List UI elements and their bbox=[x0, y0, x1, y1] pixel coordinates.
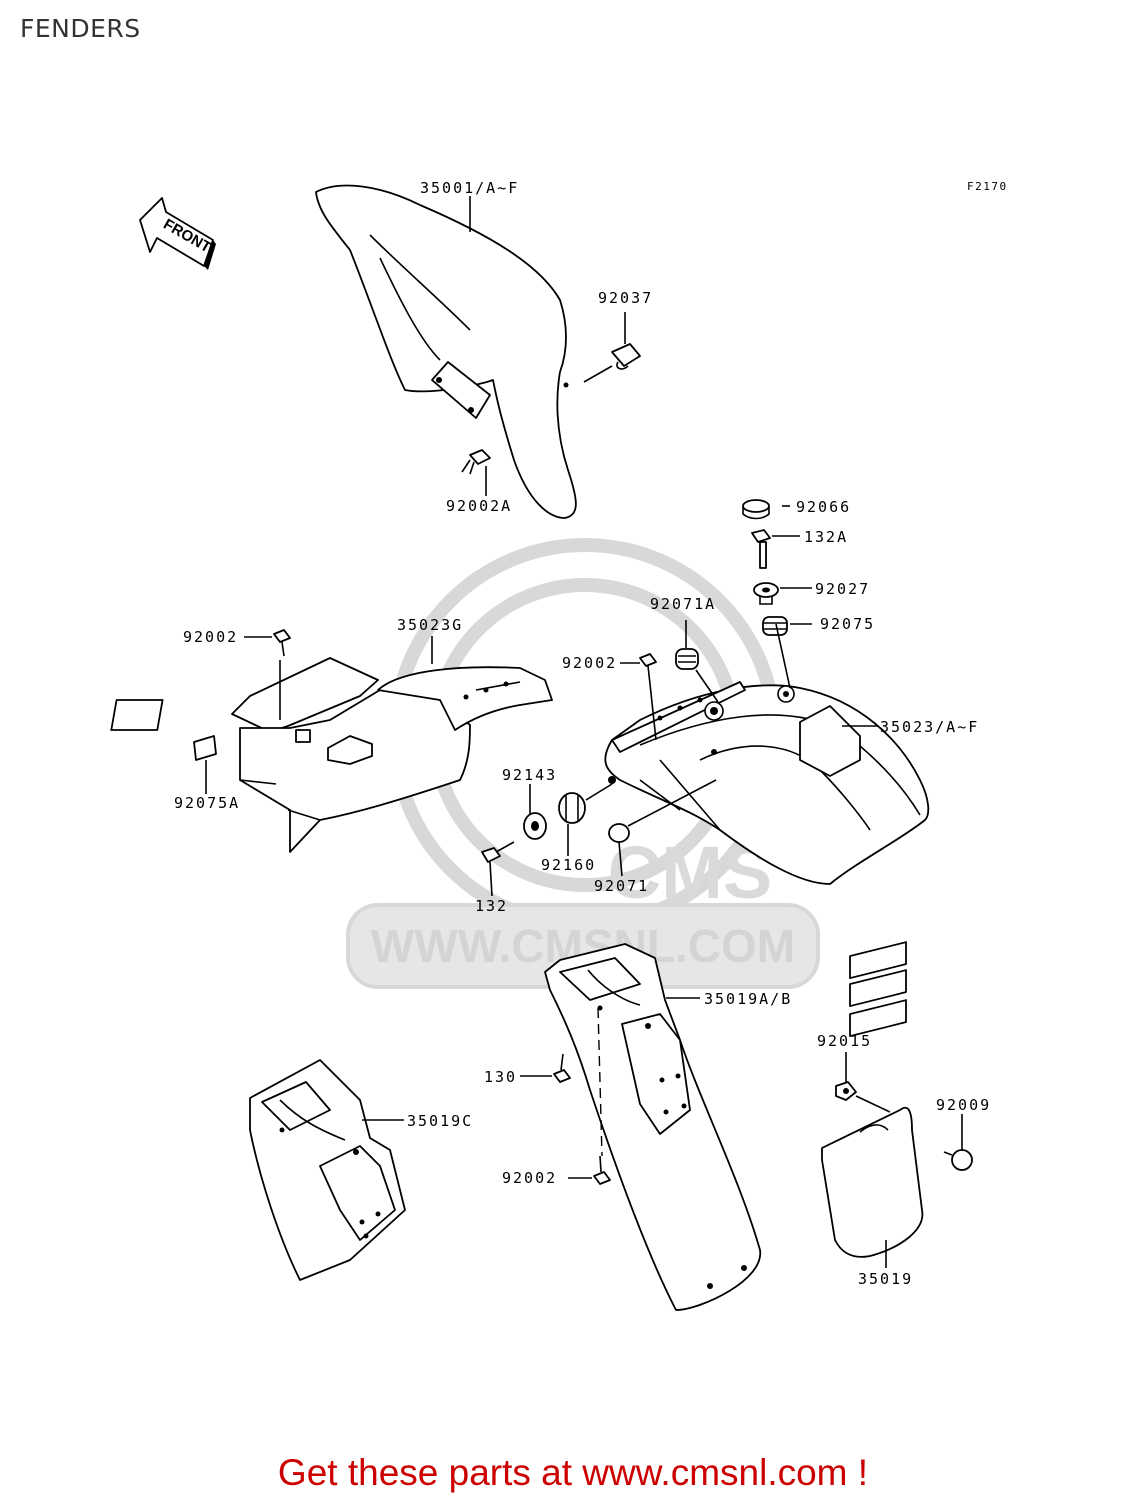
bolt-132A bbox=[751, 529, 771, 569]
damper-92160 bbox=[558, 792, 586, 824]
bolt-130 bbox=[553, 1053, 571, 1083]
label-92002-low: 92002 bbox=[502, 1169, 557, 1187]
bolt-132 bbox=[481, 841, 515, 863]
label-35023G: 35023G bbox=[397, 616, 463, 634]
label-92037: 92037 bbox=[598, 289, 653, 307]
leader-lines bbox=[205, 196, 963, 1268]
front-fender-bolt bbox=[469, 449, 491, 475]
label-35001: 35001/A~F bbox=[420, 179, 519, 197]
cap-92066 bbox=[742, 499, 770, 520]
label-130: 130 bbox=[484, 1068, 517, 1086]
rear-flap-35019AB bbox=[544, 943, 761, 1311]
label-35019: 35019 bbox=[858, 1270, 913, 1288]
label-92160: 92160 bbox=[541, 856, 596, 874]
label-35019C: 35019C bbox=[407, 1112, 473, 1130]
grommet-92071 bbox=[608, 823, 630, 843]
label-92009: 92009 bbox=[936, 1096, 991, 1114]
grommet-92075 bbox=[762, 616, 788, 636]
label-92002-left: 92002 bbox=[183, 628, 238, 646]
collar-92027 bbox=[753, 582, 779, 605]
label-92015: 92015 bbox=[817, 1032, 872, 1050]
nut-92015 bbox=[835, 1081, 857, 1101]
label-132A: 132A bbox=[804, 528, 848, 546]
front-direction-arrow: FRONT bbox=[139, 197, 216, 270]
mud-flap-35019 bbox=[821, 941, 924, 1258]
label-35023: 35023/A~F bbox=[880, 718, 979, 736]
label-92002A: 92002A bbox=[446, 497, 512, 515]
collar-92143 bbox=[523, 812, 547, 840]
label-92002-mid: 92002 bbox=[562, 654, 617, 672]
label-132: 132 bbox=[475, 897, 508, 915]
hose-clamp bbox=[611, 343, 641, 370]
rear-flap-35019C bbox=[249, 1059, 406, 1281]
inner-rear-fender bbox=[110, 657, 553, 853]
page-title: FENDERS bbox=[20, 14, 141, 43]
label-92071: 92071 bbox=[594, 877, 649, 895]
figure-code: F2170 bbox=[967, 180, 1008, 193]
callout-labels: 35001/A~F 92037 92002A 92066 132A 92027 … bbox=[174, 179, 991, 1288]
pad-92075A bbox=[193, 735, 217, 761]
label-92027: 92027 bbox=[815, 580, 870, 598]
bolt-92002-left bbox=[273, 629, 291, 657]
rear-fender bbox=[604, 681, 930, 885]
screw-92009 bbox=[943, 1149, 973, 1171]
label-35019AB: 35019A/B bbox=[704, 990, 792, 1008]
label-92066: 92066 bbox=[796, 498, 851, 516]
grommet-92071A bbox=[675, 648, 699, 670]
label-92071A: 92071A bbox=[650, 595, 716, 613]
label-92075A: 92075A bbox=[174, 794, 240, 812]
bolt-92002-low bbox=[593, 1155, 611, 1185]
bolt-92002-mid bbox=[639, 653, 657, 685]
footer-promo[interactable]: Get these parts at www.cmsnl.com ! bbox=[277, 1452, 869, 1493]
label-92143: 92143 bbox=[502, 766, 557, 784]
label-92075: 92075 bbox=[820, 615, 875, 633]
front-fender bbox=[315, 184, 577, 519]
